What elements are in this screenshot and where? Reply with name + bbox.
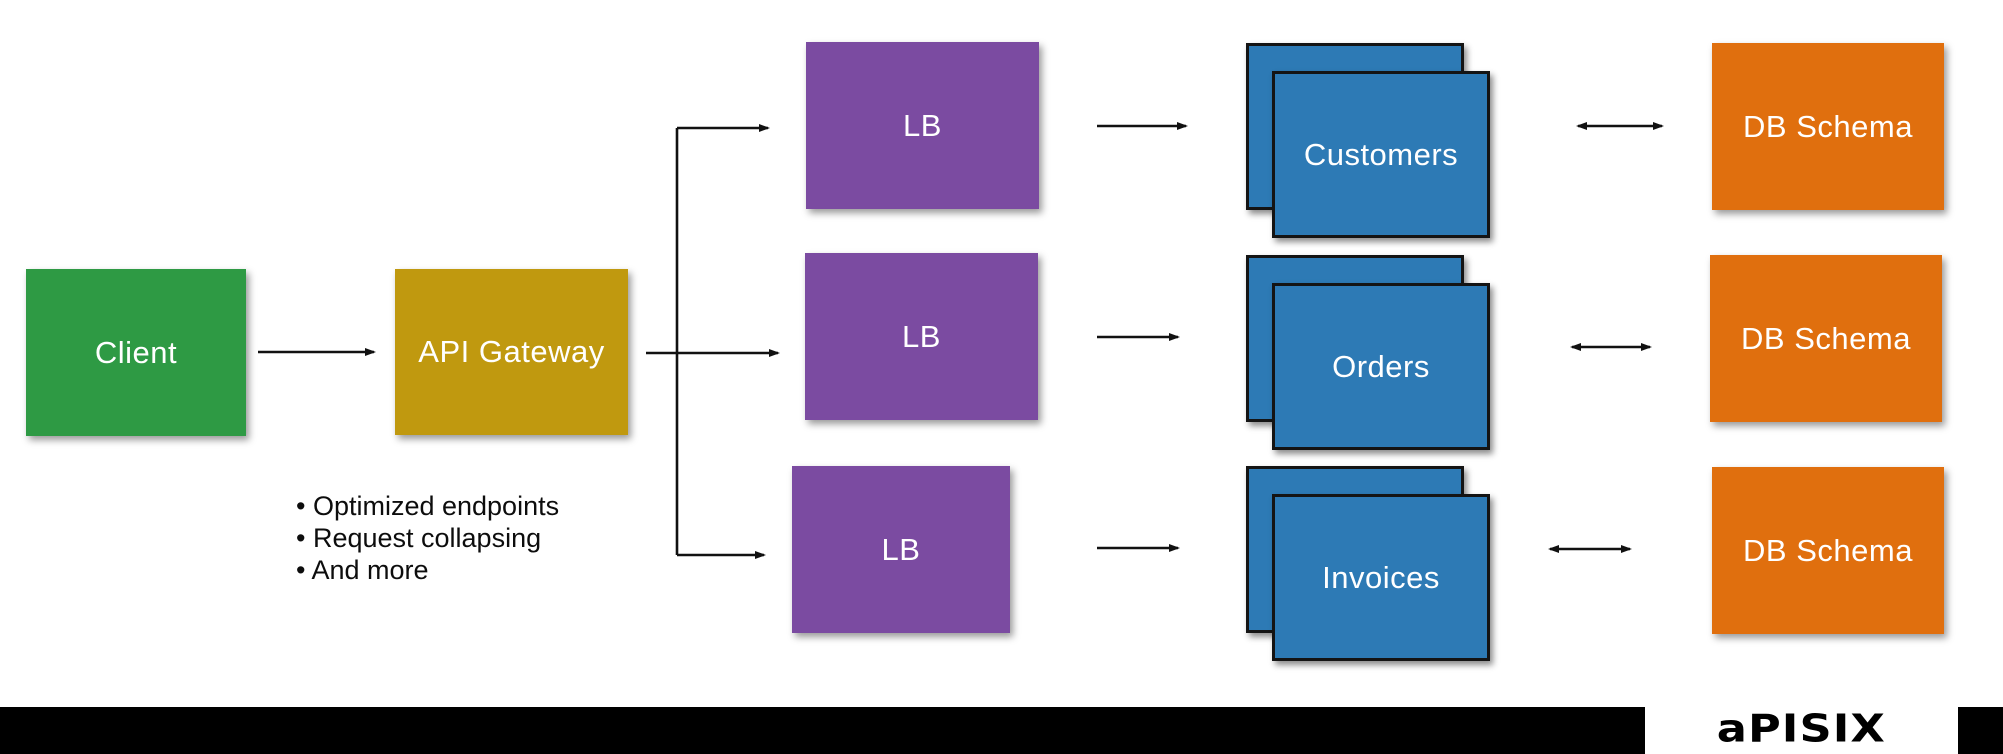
note-item: • Optimized endpoints [296,491,560,521]
lb-node-3: LB [792,466,1010,633]
note-item: • And more [296,555,429,585]
service-label: Customers [1303,136,1459,172]
db-schema-node-1: DB Schema [1712,43,1944,210]
db-schema-label: DB Schema [1743,532,1913,568]
client-node: Client [26,269,246,436]
apisix-logo: aPISIX [1645,705,1958,754]
lb-label: LB [881,531,921,567]
service-label: Orders [1332,348,1430,384]
service-stack-orders: Orders [1246,255,1496,455]
lb-label: LB [903,107,942,143]
api-gateway-node: API Gateway [395,269,628,435]
db-schema-label: DB Schema [1743,108,1913,144]
gateway-notes: • Optimized endpoints • Request collapsi… [296,490,559,586]
db-schema-node-3: DB Schema [1712,467,1944,634]
service-label: Invoices [1322,559,1440,595]
stack-front-card: Customers [1272,71,1490,238]
api-gateway-label: API Gateway [418,334,605,369]
service-stack-customers: Customers [1246,43,1496,243]
lb-node-1: LB [806,42,1039,209]
stack-front-card: Orders [1272,283,1490,450]
lb-label: LB [902,318,941,354]
db-schema-label: DB Schema [1741,320,1911,356]
db-schema-node-2: DB Schema [1710,255,1942,422]
stack-front-card: Invoices [1272,494,1490,661]
lb-node-2: LB [805,253,1038,420]
service-stack-invoices: Invoices [1246,466,1496,666]
client-label: Client [94,334,178,370]
note-item: • Request collapsing [296,523,542,553]
apisix-logo-text: aPISIX [1716,707,1887,752]
